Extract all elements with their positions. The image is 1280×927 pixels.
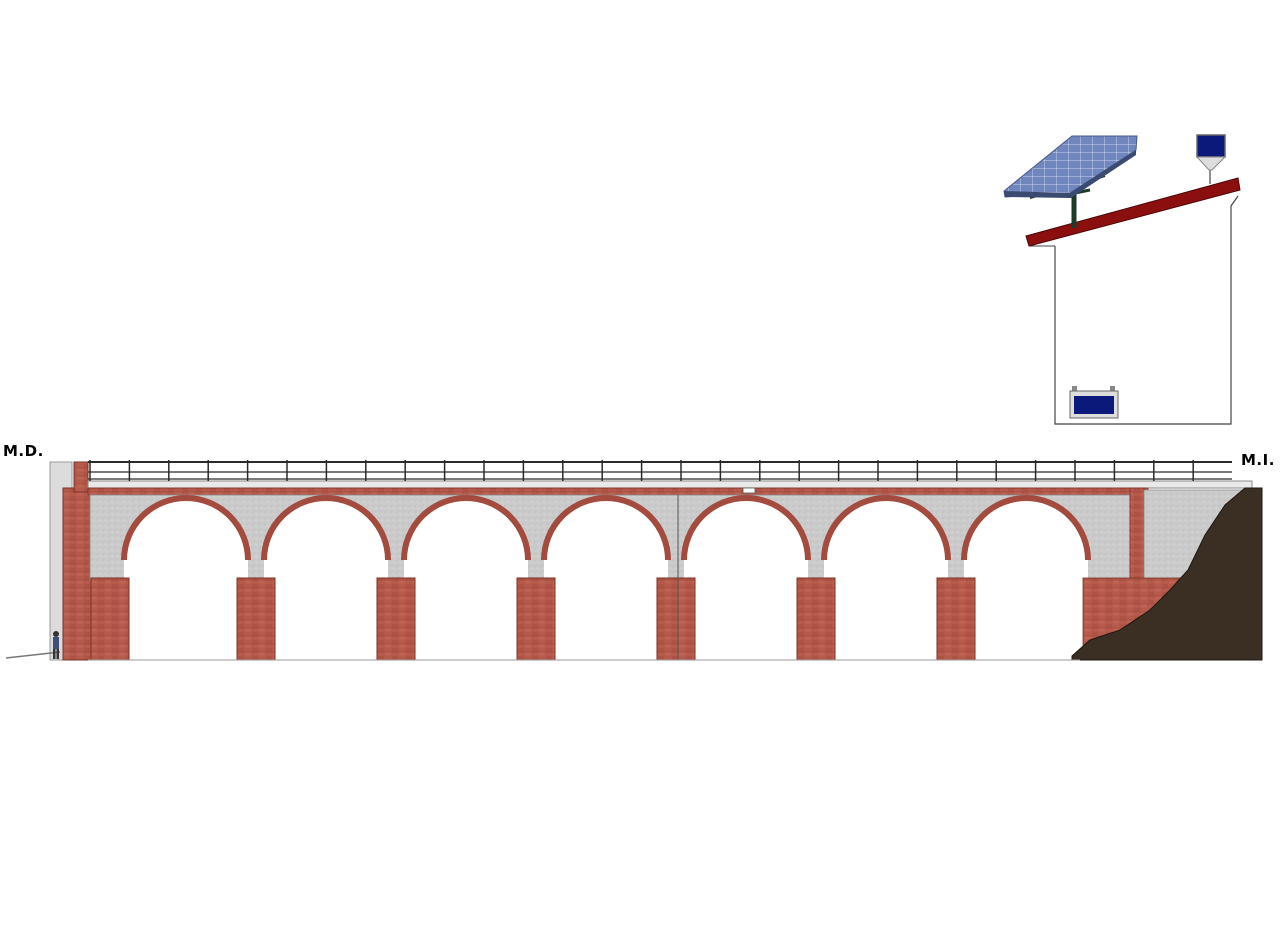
bridge-pier: [236, 577, 276, 661]
arch-opening: [404, 498, 528, 660]
battery-icon: [1069, 386, 1119, 419]
deck-sensor: [742, 487, 756, 494]
arch-ring: [401, 495, 531, 561]
left-bank-label: M.D.: [3, 442, 44, 460]
monitoring-station: [1003, 134, 1241, 425]
arch-ring: [121, 495, 251, 561]
arch-opening: [824, 498, 948, 660]
arch-ring: [541, 495, 671, 561]
bridge-pier: [936, 577, 976, 661]
railing: [88, 460, 1232, 481]
arch-ring: [821, 495, 951, 561]
arch-opening: [124, 498, 248, 660]
arch-ring: [681, 495, 811, 561]
person-figure: [53, 631, 59, 659]
arches: [121, 495, 1091, 660]
left-abutment: [5, 461, 94, 661]
roof-beam: [1025, 177, 1241, 247]
bridge-pier: [656, 577, 696, 661]
bridge-pier: [516, 577, 556, 661]
solar-panel-icon: [1003, 135, 1138, 228]
sensor-icon: [1195, 134, 1227, 171]
arch-opening: [264, 498, 388, 660]
bridge-deck: [87, 480, 1253, 496]
arch-ring: [961, 495, 1091, 561]
bridge-pier: [90, 577, 130, 661]
bridge-pier: [796, 577, 836, 661]
piers: [90, 577, 976, 661]
arch-opening: [964, 498, 1088, 660]
right-bank-label: M.I.: [1241, 451, 1275, 469]
arch-ring: [261, 495, 391, 561]
arch-opening: [544, 498, 668, 660]
right-bank-earth: [1071, 487, 1263, 661]
bridge-pier: [376, 577, 416, 661]
arch-opening: [684, 498, 808, 660]
